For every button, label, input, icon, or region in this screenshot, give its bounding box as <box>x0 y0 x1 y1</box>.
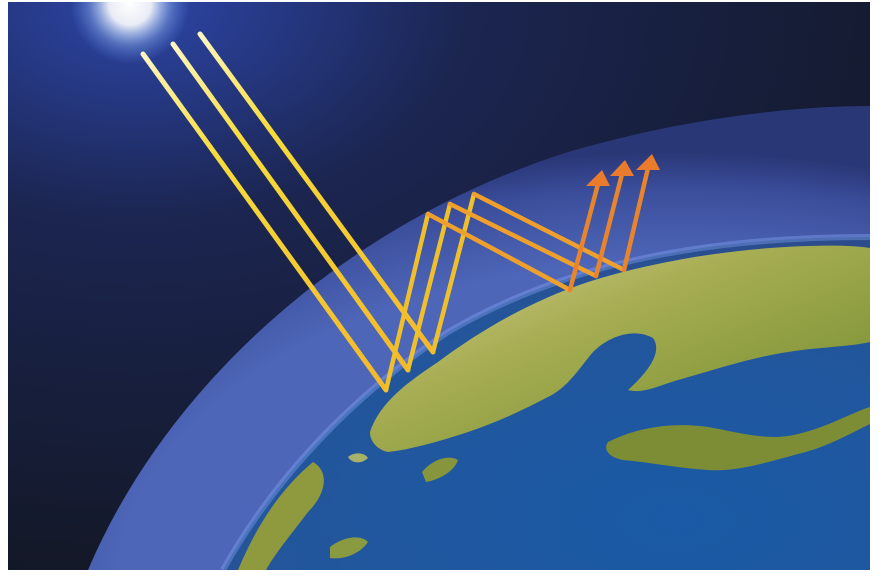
reflected-rays-up <box>383 191 477 393</box>
arrow-heads <box>586 154 660 186</box>
earth-limb-glow <box>220 234 870 570</box>
island-south <box>330 537 368 559</box>
incoming-ray-3 <box>197 31 436 355</box>
outgoing-ray-1 <box>567 181 601 293</box>
incoming-ray-2 <box>170 41 411 373</box>
earth-sunlight-photo <box>8 2 870 570</box>
arrow-head-2 <box>610 160 634 176</box>
trapped-ray-2 <box>447 201 599 279</box>
incoming-rays <box>140 31 436 393</box>
island-chain <box>606 407 870 471</box>
reflected-ray-2 <box>405 201 453 373</box>
outgoing-ray-3 <box>621 165 651 273</box>
illustration <box>8 2 870 570</box>
island-tiny <box>348 453 368 463</box>
incoming-ray-1 <box>140 51 389 393</box>
continent <box>370 245 870 452</box>
outgoing-rays <box>567 165 651 293</box>
reflected-ray-1 <box>383 211 431 393</box>
reflected-ray-3 <box>430 191 477 355</box>
island-small <box>422 457 458 482</box>
arrow-head-3 <box>636 154 660 170</box>
land-southwest <box>238 462 324 570</box>
arrow-head-1 <box>586 170 610 186</box>
outgoing-ray-2 <box>593 171 625 279</box>
sun <box>70 2 190 64</box>
trapped-ray-1 <box>425 211 573 293</box>
